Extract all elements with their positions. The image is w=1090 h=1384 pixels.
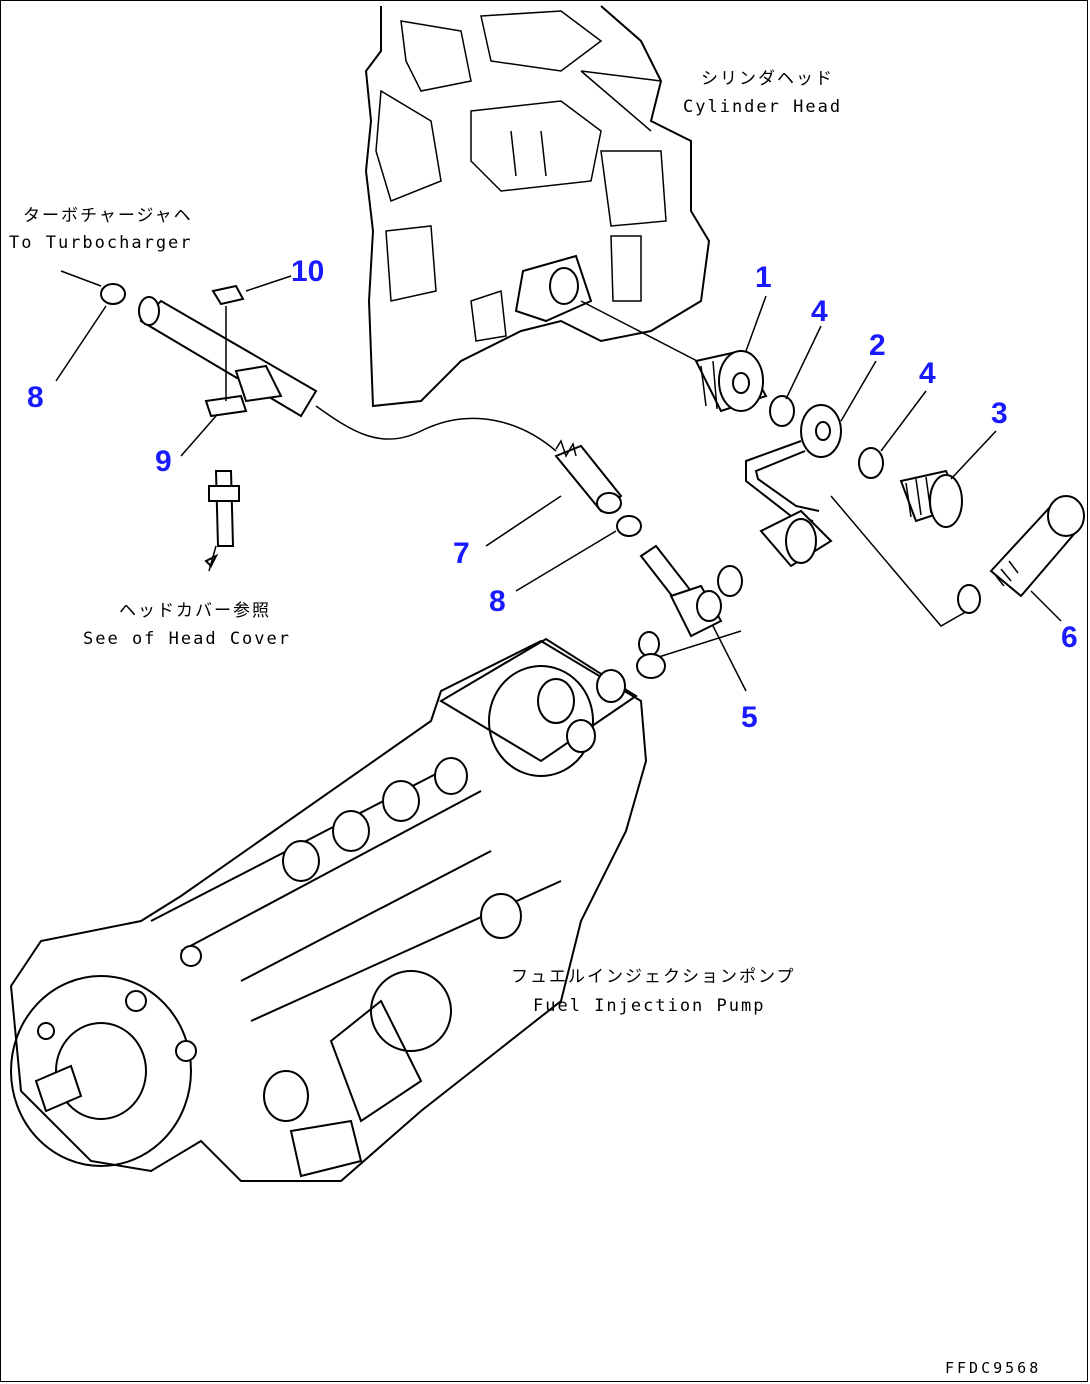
part-4-washer-a xyxy=(769,395,795,427)
part-7-hose xyxy=(554,439,623,514)
stud-bolt xyxy=(204,470,240,572)
washer-pump xyxy=(636,653,666,679)
label-turbo-en: To Turbocharger xyxy=(9,233,193,253)
part-2-tube xyxy=(745,404,842,568)
part-8-clamp-b xyxy=(616,515,642,537)
fuel-injection-pump xyxy=(9,631,660,1182)
callout-3: 3 xyxy=(991,397,1008,430)
part-10-nut xyxy=(211,284,245,306)
part-1-connector xyxy=(694,349,768,413)
label-turbo-jp: ターボチャージャヘ xyxy=(23,206,193,226)
callout-5: 5 xyxy=(741,701,758,734)
washer-5 xyxy=(717,565,743,597)
label-pump-jp: フュエルインジェクションポンプ xyxy=(511,967,796,987)
callout-8b: 8 xyxy=(489,585,506,618)
cylinder-head xyxy=(364,5,711,408)
label-cylinder-head-jp: シリンダヘッド xyxy=(701,69,834,89)
callout-9: 9 xyxy=(155,445,172,478)
hose-path xyxy=(315,405,557,452)
part-6-bolt xyxy=(989,495,1085,598)
part-9-clip xyxy=(204,394,248,418)
callout-6: 6 xyxy=(1061,621,1078,654)
callout-4a: 4 xyxy=(811,295,828,328)
callout-8a: 8 xyxy=(27,381,44,414)
label-cylinder-head-en: Cylinder Head xyxy=(683,97,843,117)
turbo-hose xyxy=(138,296,318,418)
part-3-bolt xyxy=(899,469,963,528)
callout-7: 7 xyxy=(453,537,470,570)
washer-6 xyxy=(957,584,981,614)
callout-2: 2 xyxy=(869,329,886,362)
drawing-code: FFDC9568 xyxy=(945,1359,1042,1377)
label-head-cover-jp: ヘッドカバー参照 xyxy=(119,601,271,621)
callout-10: 10 xyxy=(291,255,325,288)
label-pump-en: Fuel Injection Pump xyxy=(533,996,766,1016)
callout-4b: 4 xyxy=(919,357,936,390)
leader-lines xyxy=(55,270,1062,692)
callout-1: 1 xyxy=(755,261,772,294)
part-8-clamp-a xyxy=(100,283,126,305)
part-5-connector xyxy=(639,544,723,638)
label-head-cover-en: See of Head Cover xyxy=(83,629,291,649)
part-4-washer-b xyxy=(858,447,884,479)
